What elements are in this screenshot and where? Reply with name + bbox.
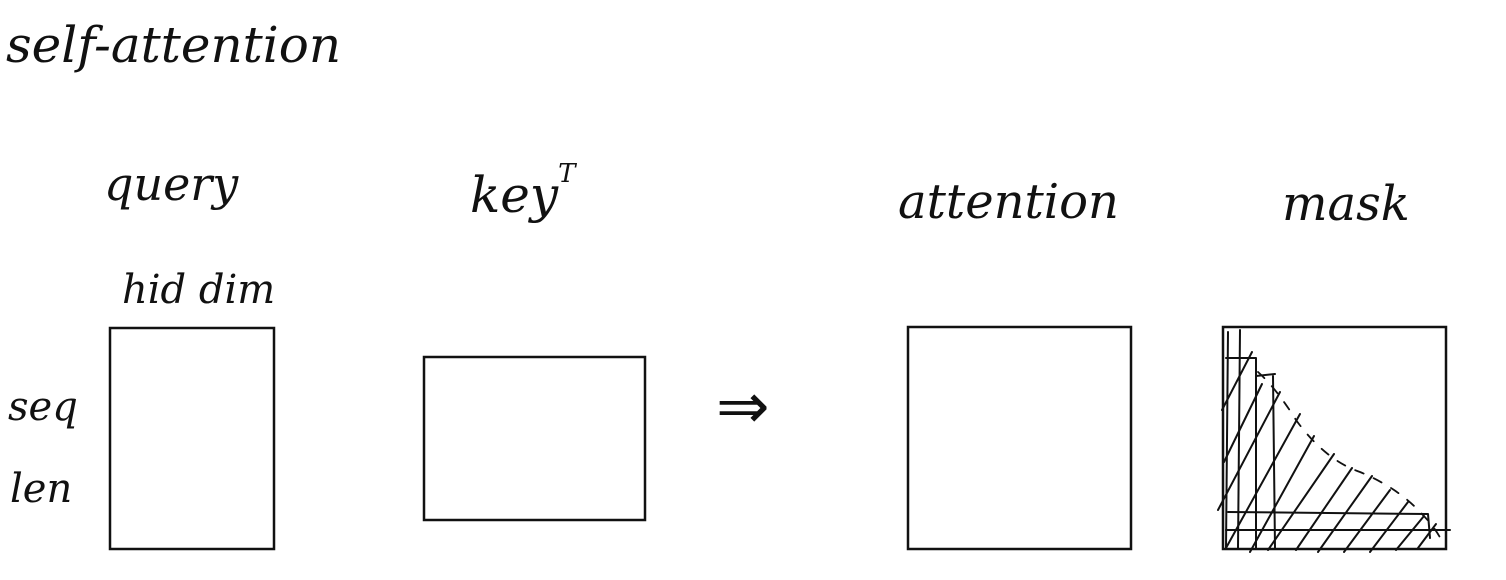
- diagram-title: self-attention: [6, 16, 341, 74]
- query-label: query: [104, 157, 239, 211]
- mask-hatch-line: [1343, 489, 1391, 553]
- mask-hatch-line: [1223, 383, 1263, 463]
- key-label: keyT: [470, 159, 577, 224]
- implies-arrow: ⇒: [716, 370, 770, 444]
- key-label-text: key: [470, 166, 559, 224]
- query-group: query hid dim seq len: [8, 157, 276, 551]
- mask-hatch-line: [1395, 515, 1425, 551]
- mask-label: mask: [1282, 176, 1410, 232]
- mask-hatch-line: [1295, 467, 1353, 551]
- mask-hatch-line: [1317, 475, 1373, 553]
- key-group: keyT: [422, 159, 647, 522]
- attention-matrix: [906, 325, 1133, 551]
- mask-vertical-stroke-1: [1225, 331, 1229, 549]
- hid-dim-label: hid dim: [122, 267, 275, 313]
- mask-hatching: [1217, 351, 1437, 553]
- mask-hatch-line: [1267, 453, 1335, 551]
- mask-hatch-line: [1249, 435, 1315, 553]
- mask-dashed-boundary: [1257, 371, 1445, 547]
- attention-label: attention: [898, 174, 1119, 230]
- attention-group: attention: [898, 174, 1133, 551]
- mask-outline-strokes: [1225, 329, 1451, 549]
- mask-hatch-line: [1225, 413, 1301, 549]
- mask-horizontal-stroke-1: [1227, 511, 1431, 539]
- mask-hatch-line: [1221, 351, 1253, 411]
- query-matrix: [108, 326, 276, 551]
- mask-matrix: [1221, 325, 1448, 551]
- mask-hatch-line: [1417, 523, 1437, 549]
- mask-vertical-stroke-2: [1237, 329, 1241, 549]
- mask-hatch-line: [1369, 501, 1409, 553]
- seq-label: seq: [8, 384, 78, 430]
- len-label: len: [10, 466, 72, 512]
- mask-group: mask: [1217, 176, 1451, 553]
- key-transpose-matrix: [422, 355, 647, 522]
- key-transpose-superscript: T: [558, 159, 577, 189]
- mask-hatch-line: [1217, 391, 1281, 511]
- mask-step-top: [1225, 357, 1276, 377]
